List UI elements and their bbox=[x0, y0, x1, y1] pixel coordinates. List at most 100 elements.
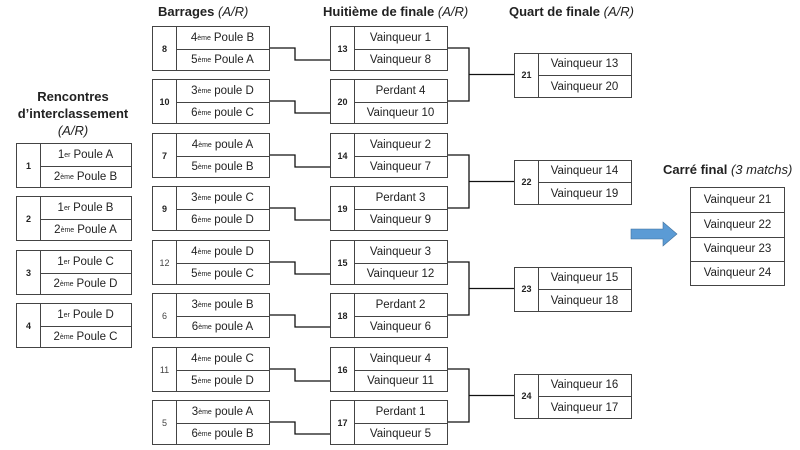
carre-final-box: Vainqueur 21 Vainqueur 22 Vainqueur 23 V… bbox=[690, 187, 785, 286]
team-rank: 1 bbox=[57, 148, 65, 161]
team-slot: Perdant 3 bbox=[375, 191, 426, 204]
match-number: 11 bbox=[153, 348, 177, 391]
team-slot: Vainqueur 17 bbox=[538, 396, 631, 419]
header-carre-final: Carré final (3 matchs) bbox=[663, 162, 792, 177]
match-number: 9 bbox=[153, 187, 177, 230]
connector-line bbox=[448, 261, 470, 316]
rank-suffix: ème bbox=[197, 87, 212, 95]
team-rank: 1 bbox=[57, 255, 64, 268]
team-pool: Poule A bbox=[77, 224, 117, 237]
match-number: 6 bbox=[153, 294, 177, 337]
connector-line bbox=[270, 261, 330, 275]
header-quart: Quart de finale (A/R) bbox=[509, 4, 634, 19]
team-pool: poule D bbox=[214, 84, 254, 97]
connector-line bbox=[270, 314, 330, 328]
team-slot: Vainqueur 9 bbox=[354, 208, 447, 232]
rank-suffix: ème bbox=[198, 141, 212, 149]
rank-suffix: er bbox=[63, 258, 70, 266]
team-rank: 3 bbox=[191, 298, 198, 311]
team-pool: Poule D bbox=[76, 278, 118, 291]
rank-suffix: ème bbox=[59, 334, 74, 342]
match-number: 10 bbox=[153, 80, 177, 123]
match-number: 2 bbox=[17, 197, 41, 240]
team-slot: Vainqueur 15 bbox=[550, 272, 619, 285]
team-pool: poule A bbox=[214, 405, 254, 418]
team-slot: Perdant 2 bbox=[375, 298, 426, 311]
team-slot: Vainqueur 4 bbox=[369, 352, 432, 365]
match-number: 20 bbox=[331, 80, 355, 123]
team-rank: 6 bbox=[191, 321, 199, 334]
header-barrages: Barrages (A/R) bbox=[158, 4, 248, 19]
team-rank: 2 bbox=[53, 171, 61, 184]
match-number: 4 bbox=[17, 304, 41, 347]
team-pool: Poule B bbox=[73, 201, 114, 214]
rank-suffix: ème bbox=[197, 301, 212, 309]
header-note: (A/R) bbox=[437, 4, 469, 19]
rank-suffix: ème bbox=[198, 324, 212, 332]
team-slot: Vainqueur 16 bbox=[550, 379, 619, 392]
team-slot: Vainqueur 2 bbox=[369, 138, 432, 151]
team-rank: 4 bbox=[191, 138, 199, 151]
team-pool: poule D bbox=[214, 375, 254, 388]
rank-suffix: ème bbox=[197, 378, 212, 386]
match-number: 21 bbox=[515, 53, 539, 97]
match-number: 8 bbox=[153, 27, 177, 70]
connector-line bbox=[270, 421, 330, 435]
carre-final-team: Vainqueur 21 bbox=[703, 194, 772, 207]
team-pool: poule D bbox=[214, 214, 254, 227]
connector-line bbox=[270, 47, 330, 61]
match-number: 7 bbox=[153, 134, 177, 177]
rank-suffix: ème bbox=[197, 194, 212, 202]
header-title: Carré final bbox=[663, 162, 728, 177]
header-line: Rencontres bbox=[37, 89, 109, 104]
carre-final-team: Vainqueur 23 bbox=[691, 236, 784, 261]
connector-line bbox=[270, 100, 330, 114]
team-rank: 6 bbox=[191, 107, 198, 120]
arrow-right-icon bbox=[630, 221, 678, 247]
team-rank: 3 bbox=[191, 405, 199, 418]
rank-suffix: ème bbox=[197, 34, 211, 42]
match-number: 1 bbox=[17, 144, 41, 187]
match-number: 18 bbox=[331, 294, 355, 337]
team-rank: 2 bbox=[54, 224, 61, 237]
team-slot: Vainqueur 5 bbox=[354, 422, 447, 446]
team-rank: 1 bbox=[57, 201, 64, 214]
connector-line bbox=[448, 368, 470, 423]
connector-line bbox=[270, 368, 330, 382]
team-rank: 4 bbox=[190, 31, 198, 44]
header-line: d’interclassement bbox=[17, 106, 129, 121]
team-pool: Poule A bbox=[73, 148, 114, 161]
rank-suffix: er bbox=[63, 311, 70, 319]
connector-line bbox=[448, 154, 470, 209]
header-title: Barrages bbox=[158, 4, 215, 19]
team-slot: Perdant 1 bbox=[375, 405, 426, 418]
